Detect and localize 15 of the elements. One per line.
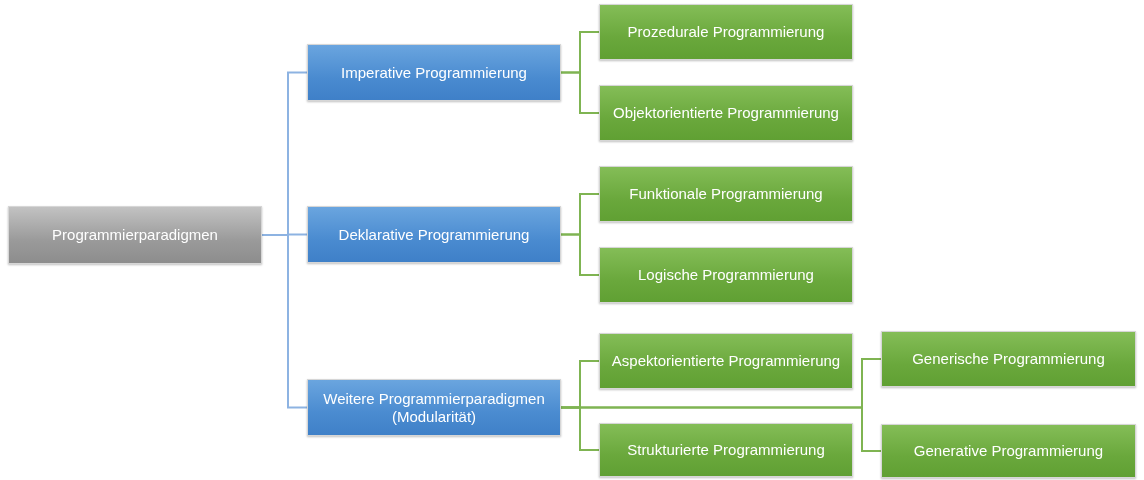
subcategory-box: Funktionale Programmierung: [599, 166, 853, 222]
category-box: Imperative Programmierung: [307, 44, 561, 101]
subcategory-box: Aspektorientierte Programmierung: [599, 333, 853, 389]
connector-line: [560, 406, 882, 452]
subcategory-box: Generative Programmierung: [881, 424, 1136, 478]
subcategory-box: Generische Programmierung: [881, 331, 1136, 387]
category-box: Deklarative Programmierung: [307, 206, 561, 263]
connector-line: [560, 71, 600, 114]
category-box: Weitere Programmierparadigmen (Modularität): [307, 379, 561, 436]
subcategory-box: Strukturierte Programmierung: [599, 423, 853, 477]
root-box: Programmierparadigmen: [8, 206, 262, 264]
subcategory-box: Objektorientierte Programmierung: [599, 85, 853, 141]
subcategory-box: Prozedurale Programmierung: [599, 4, 853, 60]
subcategory-box: Logische Programmierung: [599, 247, 853, 303]
connector-line: [560, 233, 600, 276]
